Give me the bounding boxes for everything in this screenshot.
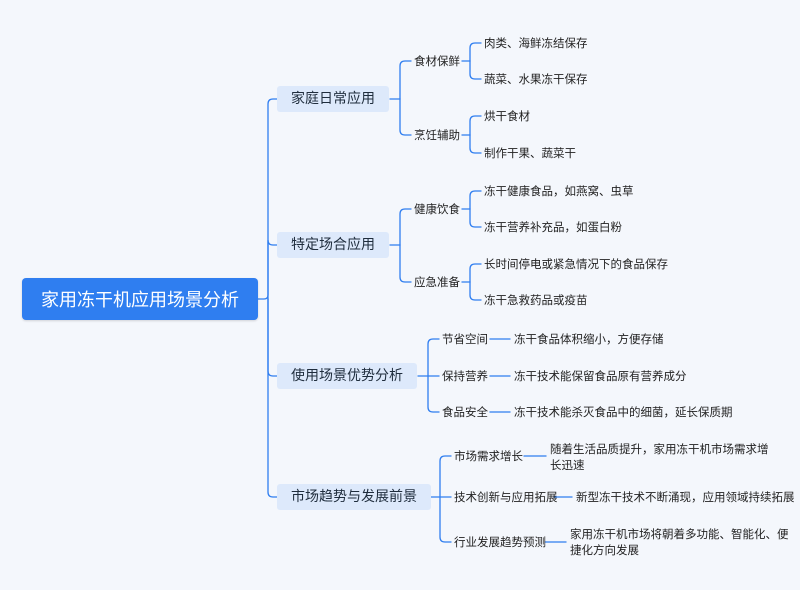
- root-node[interactable]: 家用冻干机应用场景分析: [22, 278, 258, 320]
- topic-emergency[interactable]: 应急准备: [414, 275, 460, 289]
- branch-home-daily[interactable]: 家庭日常应用: [277, 86, 389, 112]
- leaf-dry-ingredients[interactable]: 烘干食材: [484, 109, 530, 123]
- leaf-veg-fruit[interactable]: 蔬菜、水果冻干保存: [484, 72, 588, 86]
- topic-demand-growth[interactable]: 市场需求增长: [454, 449, 523, 463]
- leaf-trend-forecast[interactable]: 家用冻干机市场将朝着多功能、智能化、便捷化方向发展: [570, 527, 789, 557]
- topic-food-preservation[interactable]: 食材保鲜: [414, 54, 460, 68]
- leaf-demand-growth[interactable]: 随着生活品质提升，家用冻干机市场需求增长迅速: [550, 442, 769, 472]
- branch-market-trend[interactable]: 市场趋势与发展前景: [277, 484, 431, 510]
- leaf-food-safety[interactable]: 冻干技术能杀灭食品中的细菌，延长保质期: [514, 405, 733, 419]
- leaf-keep-nutrition[interactable]: 冻干技术能保留食品原有营养成分: [514, 369, 687, 383]
- branch-advantage-analysis[interactable]: 使用场景优势分析: [277, 363, 417, 389]
- topic-save-space[interactable]: 节省空间: [442, 332, 488, 346]
- leaf-medicine-vaccine[interactable]: 冻干急救药品或疫苗: [484, 293, 588, 307]
- topic-trend-forecast[interactable]: 行业发展趋势预测: [454, 535, 546, 549]
- branch-special-occasion[interactable]: 特定场合应用: [277, 232, 389, 258]
- topic-food-safety[interactable]: 食品安全: [442, 405, 488, 419]
- leaf-tech-innovation[interactable]: 新型冻干技术不断涌现，应用领域持续拓展: [576, 490, 795, 504]
- topic-cooking-aid[interactable]: 烹饪辅助: [414, 128, 460, 142]
- leaf-power-outage[interactable]: 长时间停电或紧急情况下的食品保存: [484, 257, 668, 271]
- leaf-dried-fruit-veg[interactable]: 制作干果、蔬菜干: [484, 146, 576, 160]
- leaf-supplements[interactable]: 冻干营养补充品，如蛋白粉: [484, 220, 622, 234]
- topic-tech-innovation[interactable]: 技术创新与应用拓展: [454, 490, 558, 504]
- topic-healthy-diet[interactable]: 健康饮食: [414, 202, 460, 216]
- leaf-save-space[interactable]: 冻干食品体积缩小，方便存储: [514, 332, 664, 346]
- topic-keep-nutrition[interactable]: 保持营养: [442, 369, 488, 383]
- leaf-health-food[interactable]: 冻干健康食品，如燕窝、虫草: [484, 184, 634, 198]
- leaf-meat-seafood[interactable]: 肉类、海鲜冻结保存: [484, 36, 588, 50]
